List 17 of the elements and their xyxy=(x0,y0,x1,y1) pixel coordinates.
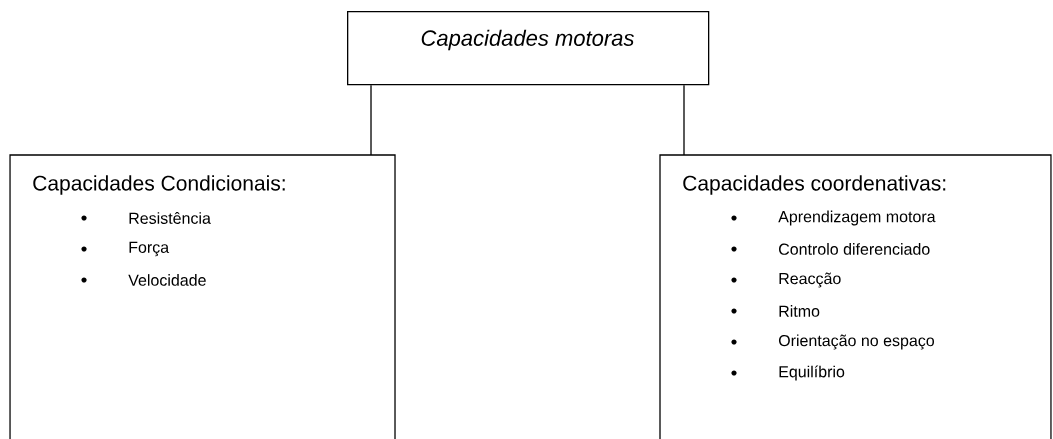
list-box xyxy=(9,154,396,439)
bullet-item: Orientação no espaço xyxy=(731,334,935,350)
connector-line xyxy=(370,84,372,156)
bullet-item: Aprendizagem motora xyxy=(731,210,936,226)
bullet-item: Resistência xyxy=(81,212,211,224)
title-box xyxy=(347,11,710,86)
bullet-item: Reacção xyxy=(731,272,841,288)
box-title: Capacidades motoras xyxy=(421,29,634,51)
bullet-item: Velocidade xyxy=(81,274,206,286)
list-heading: Capacidades coordenativas: xyxy=(683,175,946,195)
bullet-item: Equilíbrio xyxy=(731,365,845,381)
connector-line xyxy=(683,84,685,156)
bullet-item: Força xyxy=(81,241,170,257)
bullet-item: Ritmo xyxy=(731,305,820,317)
bullet-item: Controlo diferenciado xyxy=(731,243,930,255)
list-box xyxy=(659,154,1052,439)
list-heading: Capacidades Condicionais: xyxy=(33,175,285,195)
